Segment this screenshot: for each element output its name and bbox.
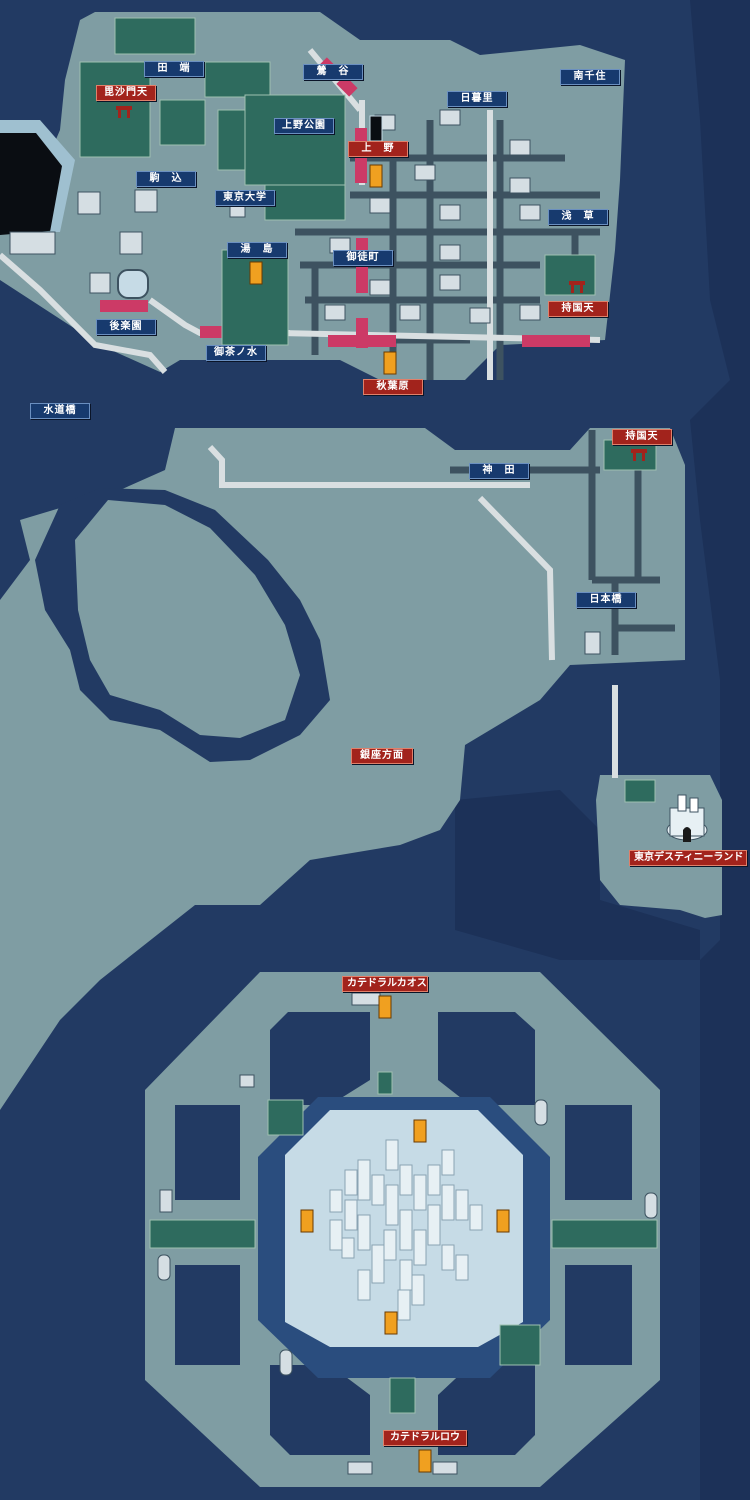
label-suidobashi[interactable]: 水道橋 — [30, 403, 90, 419]
cathedral-moats — [175, 1012, 632, 1455]
label-ueno[interactable]: 上 野 — [348, 141, 408, 157]
city-towers — [329, 1139, 483, 1321]
label-todai[interactable]: 東京大学 — [215, 190, 275, 206]
label-cathedral-chaos[interactable]: カテドラルカオス — [342, 976, 428, 992]
roads — [295, 120, 675, 655]
shrine-icons — [116, 106, 647, 461]
deep-sea-east — [690, 0, 750, 1500]
label-asakusa[interactable]: 浅 草 — [548, 209, 608, 225]
label-ochanomizu[interactable]: 御茶ノ水 — [206, 345, 266, 361]
label-jikokuten-north[interactable]: 持国天 — [548, 301, 608, 317]
label-uguisudani[interactable]: 鶯 谷 — [303, 64, 363, 80]
label-komagome[interactable]: 駒 込 — [136, 171, 196, 187]
label-yushima[interactable]: 湯 島 — [227, 242, 287, 258]
label-bishamonten[interactable]: 毘沙門天 — [96, 85, 156, 101]
land-destiny — [596, 775, 722, 918]
label-ginza[interactable]: 銀座方面 — [351, 748, 413, 764]
castle-icon — [666, 794, 708, 842]
round-towers — [157, 1099, 658, 1376]
void-rim — [0, 120, 75, 232]
label-cathedral-law[interactable]: カテドラルロウ — [383, 1430, 467, 1446]
label-nihonbashi[interactable]: 日本橋 — [576, 592, 636, 608]
label-tabata[interactable]: 田 端 — [144, 61, 204, 77]
rail-lines — [0, 48, 618, 778]
buildings — [9, 109, 601, 1475]
forests — [79, 17, 658, 1414]
ueno-gate — [369, 115, 383, 142]
label-nippori[interactable]: 日暮里 — [447, 91, 507, 107]
deep-sea-center — [455, 790, 700, 960]
label-jikokuten-south[interactable]: 持国天 — [612, 429, 672, 445]
label-korakuen[interactable]: 後楽園 — [96, 319, 156, 335]
label-akihabara[interactable]: 秋葉原 — [363, 379, 423, 395]
label-okachimachi[interactable]: 御徒町 — [333, 250, 393, 266]
lake-island — [75, 500, 300, 738]
korakuen-stadium — [117, 269, 149, 299]
location-markers — [249, 164, 510, 1473]
label-uenokoen[interactable]: 上野公園 — [274, 118, 334, 134]
label-kanda[interactable]: 神 田 — [469, 463, 529, 479]
label-destiny-land[interactable]: 東京デスティニーランド — [629, 850, 747, 866]
label-minamisenju[interactable]: 南千住 — [560, 69, 620, 85]
